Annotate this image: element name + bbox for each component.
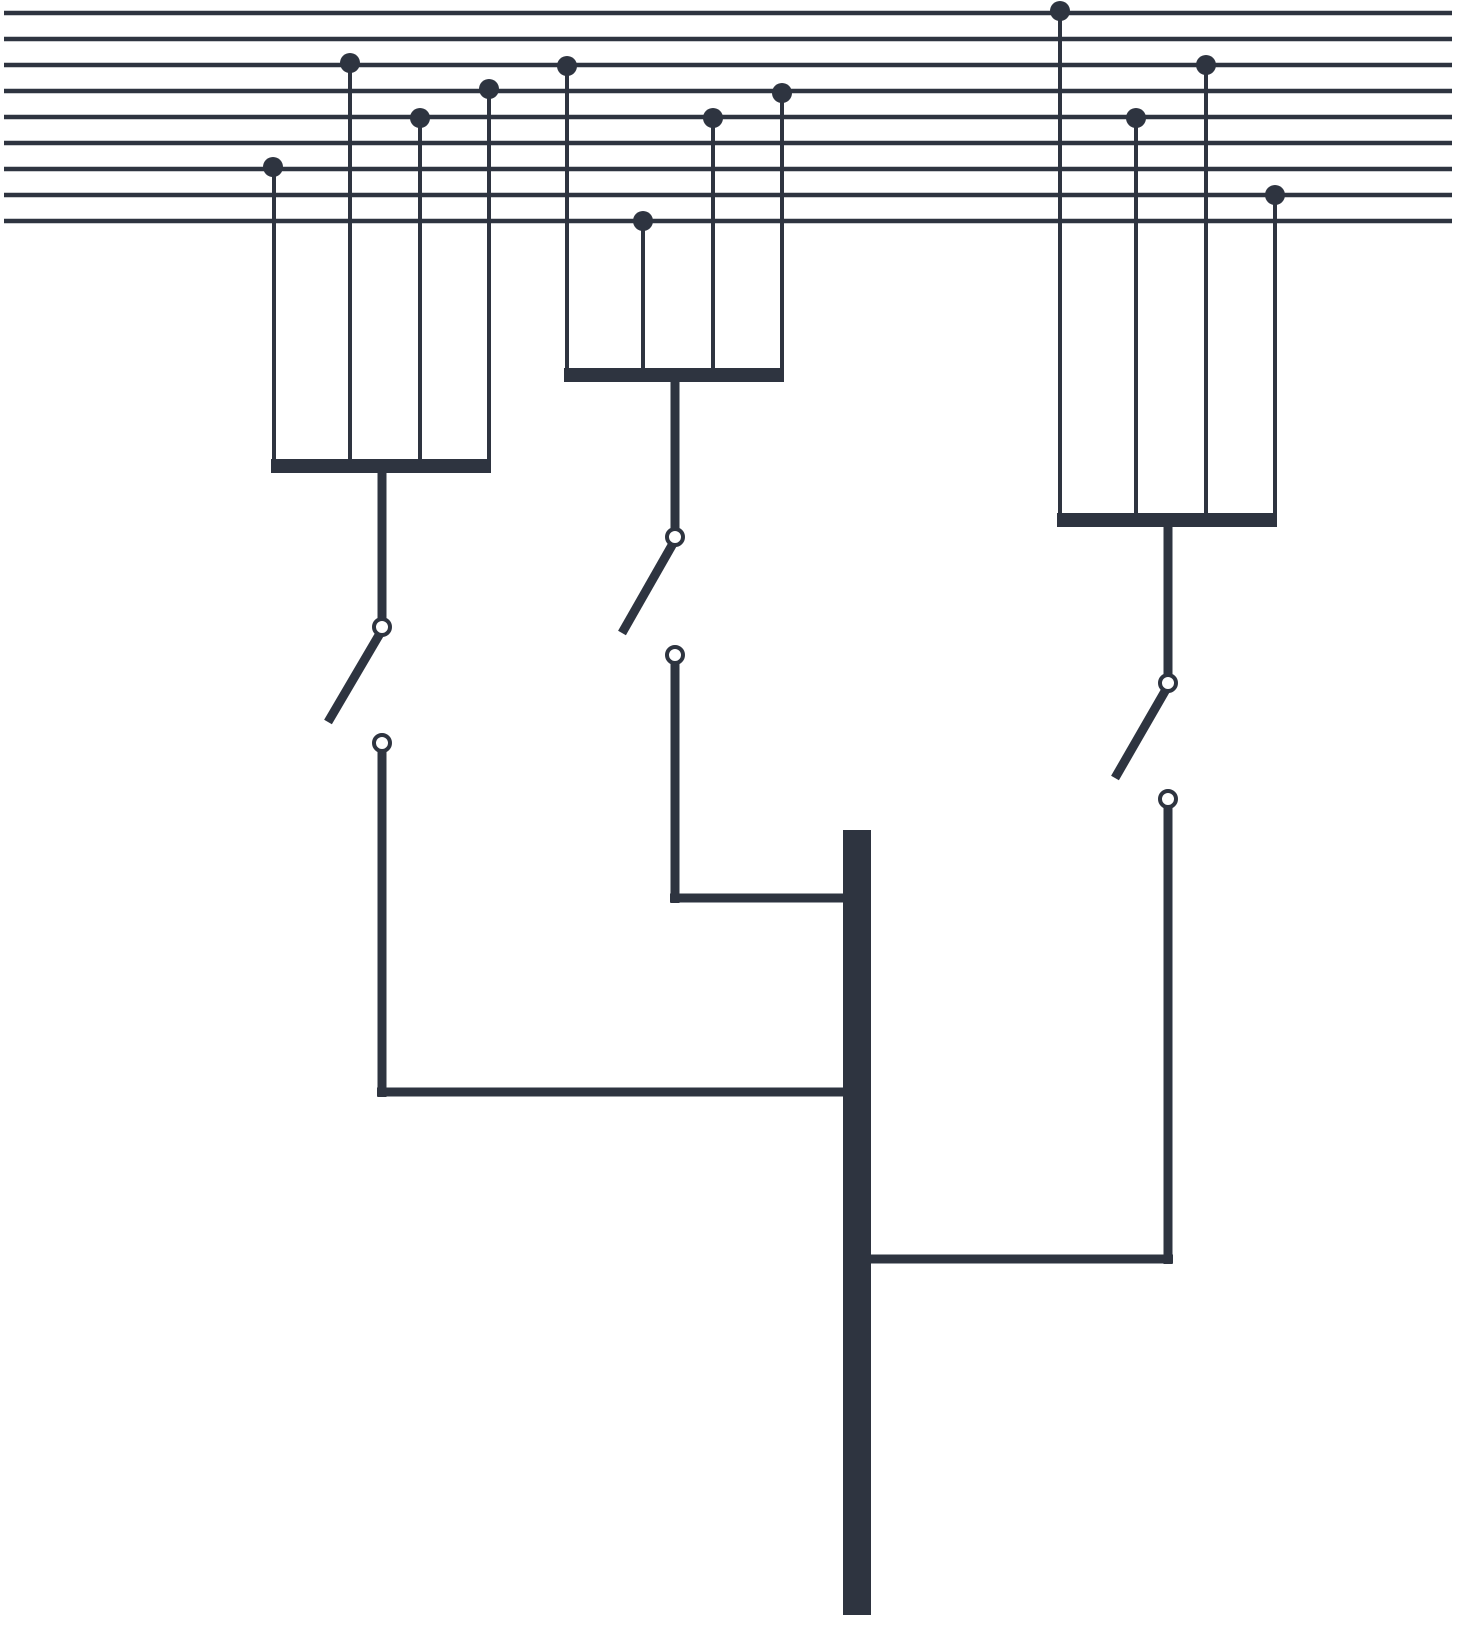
- junction-dot: [263, 157, 283, 177]
- junction-dot: [1265, 185, 1285, 205]
- switch-pivot-contact: [665, 527, 685, 547]
- switch-blade: [618, 537, 679, 636]
- switch-open-contact: [665, 645, 685, 665]
- switch-group-left: [263, 53, 846, 1097]
- junction-dot: [772, 83, 792, 103]
- switch-pivot-contact: [1158, 673, 1178, 693]
- switch-open-contact: [1158, 789, 1178, 809]
- main-trunk: [843, 830, 871, 1615]
- junction-dot: [633, 211, 653, 231]
- tap-lines: [565, 66, 784, 375]
- junction-dot: [1050, 1, 1070, 21]
- junction-dot: [557, 56, 577, 76]
- junction-dot: [703, 108, 723, 128]
- switch-group-middle: [557, 56, 846, 903]
- switch-pivot-contact: [372, 617, 392, 637]
- tap-junctions: [263, 53, 499, 177]
- bus-lines: [4, 10, 1452, 224]
- junction-dot: [1196, 55, 1216, 75]
- tap-lines: [272, 63, 491, 466]
- switch-group-right: [860, 1, 1285, 1264]
- junction-dot: [479, 79, 499, 99]
- switch-blade: [324, 627, 386, 725]
- tap-junctions: [557, 56, 792, 231]
- tap-junctions: [1050, 1, 1285, 205]
- junction-dot: [410, 108, 430, 128]
- switch-blade: [1111, 683, 1172, 781]
- switch-open-contact: [372, 733, 392, 753]
- junction-dot: [340, 53, 360, 73]
- tap-lines: [1058, 11, 1277, 520]
- junction-dot: [1126, 108, 1146, 128]
